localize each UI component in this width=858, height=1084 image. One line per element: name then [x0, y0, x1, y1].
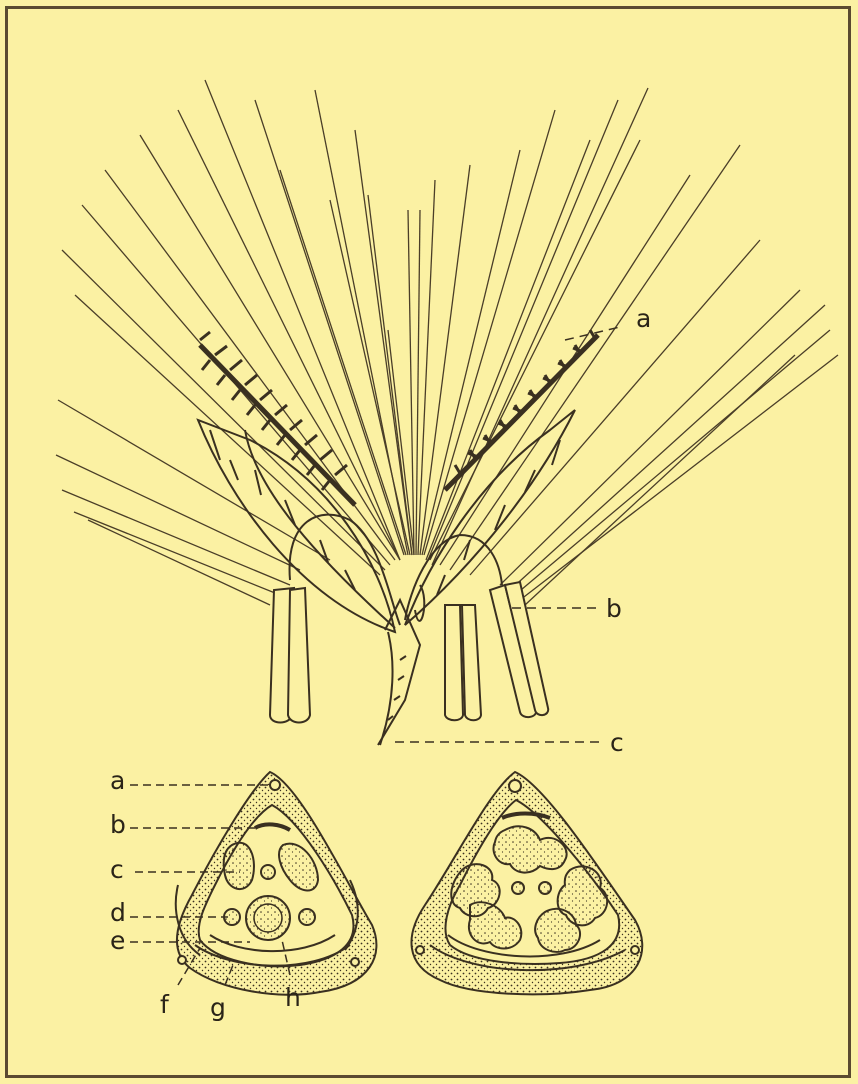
cross-section-right	[411, 772, 642, 994]
label-section-g: g	[210, 995, 226, 1020]
label-section-b: b	[110, 812, 126, 837]
awn-bristles	[56, 80, 838, 605]
stigmas	[200, 330, 598, 505]
label-section-d: d	[110, 900, 126, 925]
label-section-f: f	[160, 992, 169, 1017]
label-section-e: e	[110, 928, 125, 953]
label-section-h: h	[285, 985, 301, 1010]
label-section-c: c	[110, 857, 124, 882]
label-flower-c: c	[610, 730, 624, 755]
label-flower-b: b	[606, 596, 622, 621]
cross-section-left	[176, 772, 377, 995]
label-flower-a: a	[636, 306, 651, 331]
label-section-a: a	[110, 768, 125, 793]
